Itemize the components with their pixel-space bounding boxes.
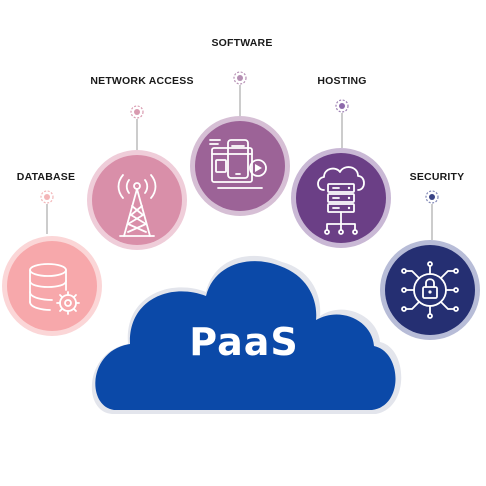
label-security: SECURITY <box>410 171 465 183</box>
node-hosting: HOSTING <box>291 75 391 248</box>
node-network-access: NETWORK ACCESS <box>87 75 193 250</box>
label-hosting: HOSTING <box>317 75 366 87</box>
circle-hosting <box>296 153 386 243</box>
circle-network <box>92 155 182 245</box>
label-software: SOFTWARE <box>211 37 272 49</box>
connector-dot-hosting <box>335 99 349 113</box>
circle-security <box>385 245 475 335</box>
paas-label: PaaS <box>189 320 298 364</box>
security-lock-circuit-icon <box>401 261 459 319</box>
circle-software <box>195 121 285 211</box>
database-gear-icon <box>29 263 80 315</box>
label-network-access: NETWORK ACCESS <box>90 75 193 87</box>
software-app-icon <box>209 139 267 189</box>
cloud-shape <box>95 261 396 410</box>
node-database: DATABASE <box>2 171 102 336</box>
cloud-server-icon <box>317 166 365 235</box>
paas-cloud: PaaS <box>91 255 402 414</box>
node-software: SOFTWARE <box>190 37 290 216</box>
connector-dot-software <box>233 71 247 85</box>
label-database: DATABASE <box>17 171 75 183</box>
connector-dot-database <box>40 190 54 204</box>
connector-dot-security <box>425 190 439 204</box>
antenna-tower-icon <box>117 174 157 237</box>
connector-dot-network-access <box>130 105 144 119</box>
node-security: SECURITY <box>380 171 480 340</box>
